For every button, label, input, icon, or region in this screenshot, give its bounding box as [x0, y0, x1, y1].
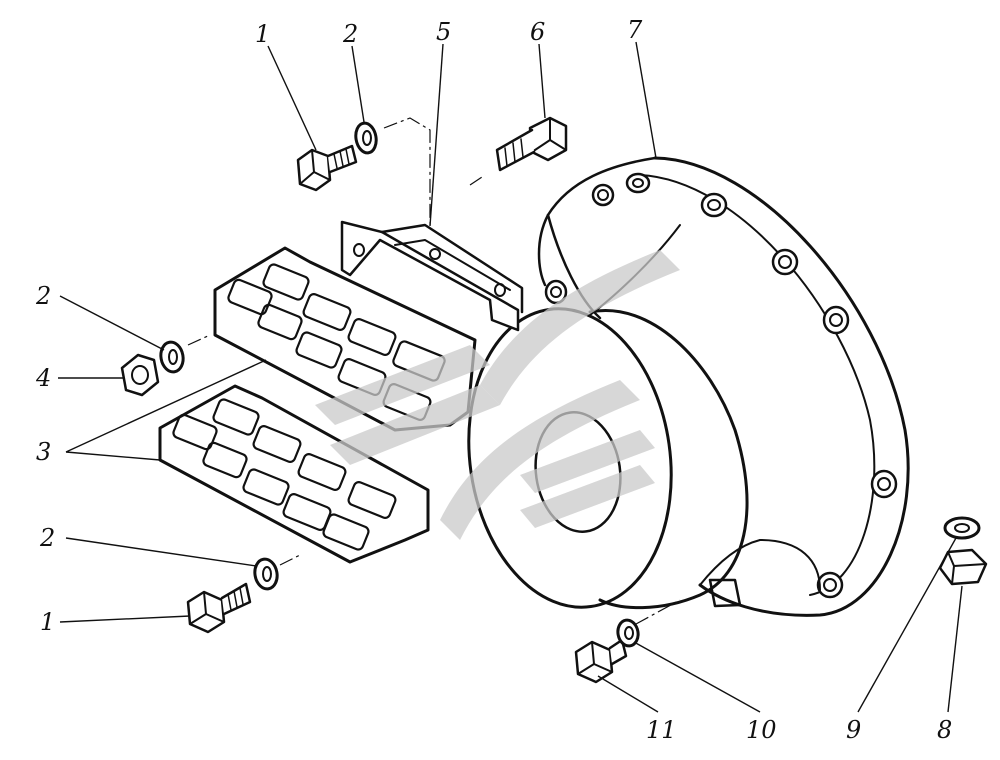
callout-8: 8: [937, 716, 952, 744]
callout-1-lower: 1: [40, 608, 55, 636]
nut-4: [120, 353, 160, 397]
callout-2-middle: 2: [35, 282, 51, 310]
washer-2-middle: [159, 340, 185, 374]
watermark-logo: [315, 250, 680, 540]
callout-2-upper: 2: [342, 20, 358, 48]
leader-lines: [58, 41, 963, 713]
nut-8: [938, 548, 988, 586]
bolt-1-lower: [186, 582, 252, 634]
bolt-6: [495, 116, 568, 172]
bolt-11: [574, 638, 628, 684]
bell-housing: [467, 156, 910, 617]
callout-9: 9: [846, 716, 861, 744]
callout-7: 7: [627, 16, 643, 44]
callout-6: 6: [530, 18, 545, 46]
callout-5: 5: [436, 18, 451, 46]
washer-2-lower: [253, 557, 279, 591]
flange-bolt-holes: [544, 172, 898, 599]
callout-10: 10: [746, 716, 777, 744]
callout-2-lower: 2: [39, 524, 55, 552]
washer-9: [943, 516, 981, 540]
callout-1-upper: 1: [255, 20, 270, 48]
axis-lines: [187, 117, 681, 625]
bolt-1-upper: [296, 144, 358, 192]
washer-10: [616, 618, 640, 648]
callout-4: 4: [35, 364, 51, 392]
callout-3: 3: [36, 438, 51, 466]
callout-labels: 1 2 5 6 7 2 4 3 2 1 11 10 9 8: [35, 16, 952, 744]
mounting-bracket: [340, 220, 524, 332]
callout-11: 11: [646, 716, 677, 744]
washer-2-upper: [354, 121, 378, 155]
pad-lower: [158, 384, 430, 564]
